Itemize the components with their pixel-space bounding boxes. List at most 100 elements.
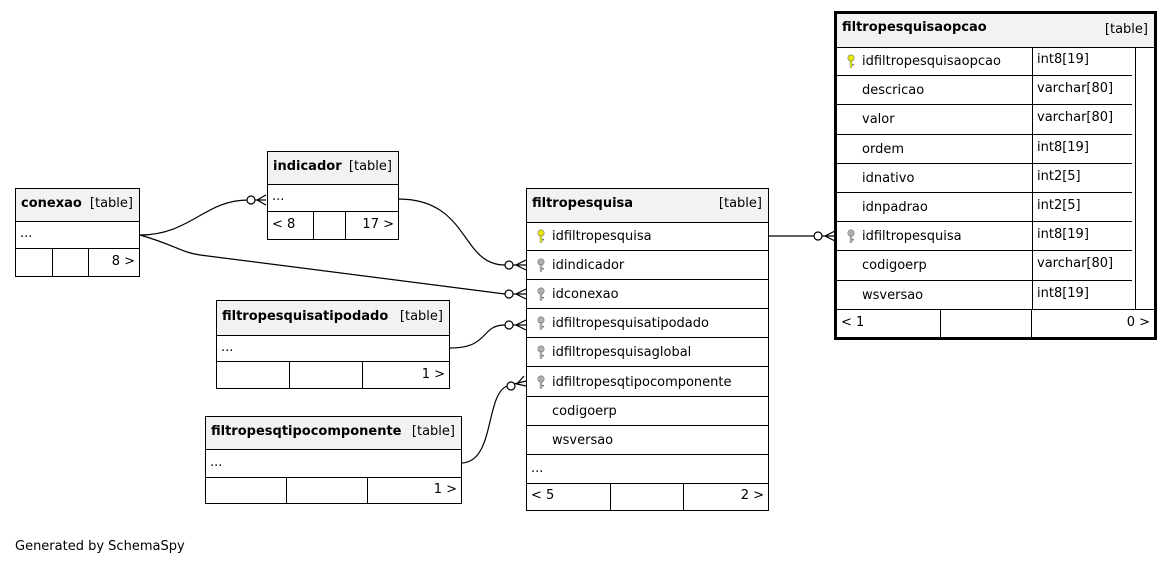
column-type: int8[19] xyxy=(1032,222,1132,251)
table-footer: 1 > xyxy=(206,477,461,503)
edge-crowfoot xyxy=(513,288,527,300)
column-name: wsversao xyxy=(552,432,614,448)
table-conexao[interactable]: conexao [table] ... 8 > xyxy=(15,188,140,277)
table-ellipsis-row: ... xyxy=(527,455,768,484)
footer-children-count[interactable]: 17 > xyxy=(362,217,394,232)
ellipsis: ... xyxy=(20,226,33,241)
column-row[interactable]: idfiltropesquisatipodado xyxy=(527,309,768,339)
footer-children-count[interactable]: 0 > xyxy=(1126,315,1150,330)
column-name: wsversao xyxy=(862,287,924,303)
foreign-key-icon xyxy=(536,316,546,330)
footer-parents-count[interactable]: < 1 xyxy=(841,315,865,330)
table-filtropesquisatipodado[interactable]: filtropesquisatipodado [table] ... 1 > xyxy=(216,300,450,389)
footer-cell xyxy=(314,212,346,239)
footer-cell: 2 > xyxy=(684,483,768,510)
edge-end-circle xyxy=(504,320,514,330)
foreign-key-icon xyxy=(536,374,546,389)
table-filtropesquisaopcao[interactable]: filtropesquisaopcao [table] idfiltropesq… xyxy=(834,11,1157,340)
table-footer: 1 > xyxy=(217,362,449,388)
scrollbar[interactable] xyxy=(1135,47,1157,310)
column-row[interactable]: idindicador xyxy=(527,251,768,281)
edge-crowfoot xyxy=(513,375,527,387)
table-name: filtropesquisatipodado xyxy=(222,309,389,324)
footer-cell xyxy=(53,249,89,276)
column-row[interactable]: codigoerp xyxy=(527,397,768,426)
footer-parents-count[interactable]: < 8 xyxy=(272,217,296,232)
table-ellipsis-row: ... xyxy=(206,449,461,478)
footer-cell xyxy=(611,483,684,510)
column-type: int2[5] xyxy=(1032,193,1132,222)
foreign-key-icon xyxy=(536,345,546,360)
column-row[interactable]: idfiltropesquisaglobal xyxy=(527,338,768,368)
edge-end-circle xyxy=(246,195,256,205)
footer-cell xyxy=(217,362,290,388)
column-name: descricao xyxy=(862,83,925,99)
edge-tipocomponente-filtropesquisa xyxy=(460,385,508,464)
table-ellipsis-row: ... xyxy=(217,335,449,362)
column-type: int8[19] xyxy=(1032,280,1132,309)
edge-indicador-filtropesquisa xyxy=(397,198,506,266)
footer-cell: 1 > xyxy=(368,477,461,503)
table-indicador[interactable]: indicador [table] ... < 8 17 > xyxy=(267,151,399,240)
edge-crowfoot xyxy=(513,259,527,271)
foreign-key-icon xyxy=(536,258,546,272)
footer-cell xyxy=(290,362,363,388)
edge-crowfoot xyxy=(822,230,836,242)
ellipsis: ... xyxy=(272,189,285,204)
column-row[interactable]: idfiltropesqtipocomponente xyxy=(527,368,768,397)
footer-parents-count[interactable]: < 5 xyxy=(531,488,555,503)
table-name: filtropesqtipocomponente xyxy=(211,424,402,439)
edge-end-circle xyxy=(504,289,514,299)
column-type: int2[5] xyxy=(1032,163,1132,192)
edge-end-circle xyxy=(813,231,823,241)
table-type: [table] xyxy=(348,159,392,174)
table-ellipsis-row: ... xyxy=(268,184,398,212)
column-name: idnativo xyxy=(862,170,915,186)
table-header: conexao [table] xyxy=(16,189,139,222)
table-footer: 8 > xyxy=(16,249,139,276)
footer-cell: < 1 xyxy=(837,310,941,337)
column-row[interactable]: idnativo int2[5] xyxy=(837,163,1132,193)
footer-cell: < 5 xyxy=(527,483,611,510)
footer-cell xyxy=(287,477,368,503)
footer-cell xyxy=(941,310,1032,337)
column-name: codigoerp xyxy=(552,403,617,419)
footer-cell: 0 > xyxy=(1032,310,1154,337)
footer-children-count[interactable]: 1 > xyxy=(421,367,445,382)
table-filtropesqtipocomponente[interactable]: filtropesqtipocomponente [table] ... 1 > xyxy=(205,416,462,504)
column-row[interactable]: idconexao xyxy=(527,280,768,310)
table-header: filtropesquisaopcao [table] xyxy=(837,14,1154,48)
table-ellipsis-row: ... xyxy=(16,221,139,249)
table-filtropesquisa[interactable]: filtropesquisa [table] idfiltropesquisa i… xyxy=(526,188,769,511)
column-row[interactable]: idfiltropesquisa xyxy=(527,222,768,252)
footer-children-count[interactable]: 1 > xyxy=(433,482,457,497)
footer-cell: < 8 xyxy=(268,212,314,239)
column-name: idfiltropesquisa xyxy=(552,229,652,244)
column-row[interactable]: wsversao int8[19] xyxy=(837,280,1132,310)
edge-tipodado-filtropesquisa xyxy=(449,324,506,349)
table-type: [table] xyxy=(718,196,762,211)
footer-cell: 1 > xyxy=(363,362,449,388)
column-type: varchar[80] xyxy=(1032,251,1132,280)
footer-cell: 8 > xyxy=(89,249,139,276)
table-name: filtropesquisaopcao xyxy=(842,20,987,35)
footer-children-count[interactable]: 8 > xyxy=(111,254,135,269)
footer-children-count[interactable]: 2 > xyxy=(740,488,764,503)
generated-by-footer: Generated by SchemaSpy xyxy=(15,539,185,554)
column-type: int8[19] xyxy=(1032,47,1132,76)
table-type: [table] xyxy=(89,196,133,211)
table-header: indicador [table] xyxy=(268,152,398,185)
table-header: filtropesquisatipodado [table] xyxy=(217,301,449,336)
table-header: filtropesquisa [table] xyxy=(527,189,768,223)
column-row[interactable]: wsversao xyxy=(527,426,768,455)
ellipsis: ... xyxy=(221,340,234,355)
table-header: filtropesqtipocomponente [table] xyxy=(206,417,461,450)
